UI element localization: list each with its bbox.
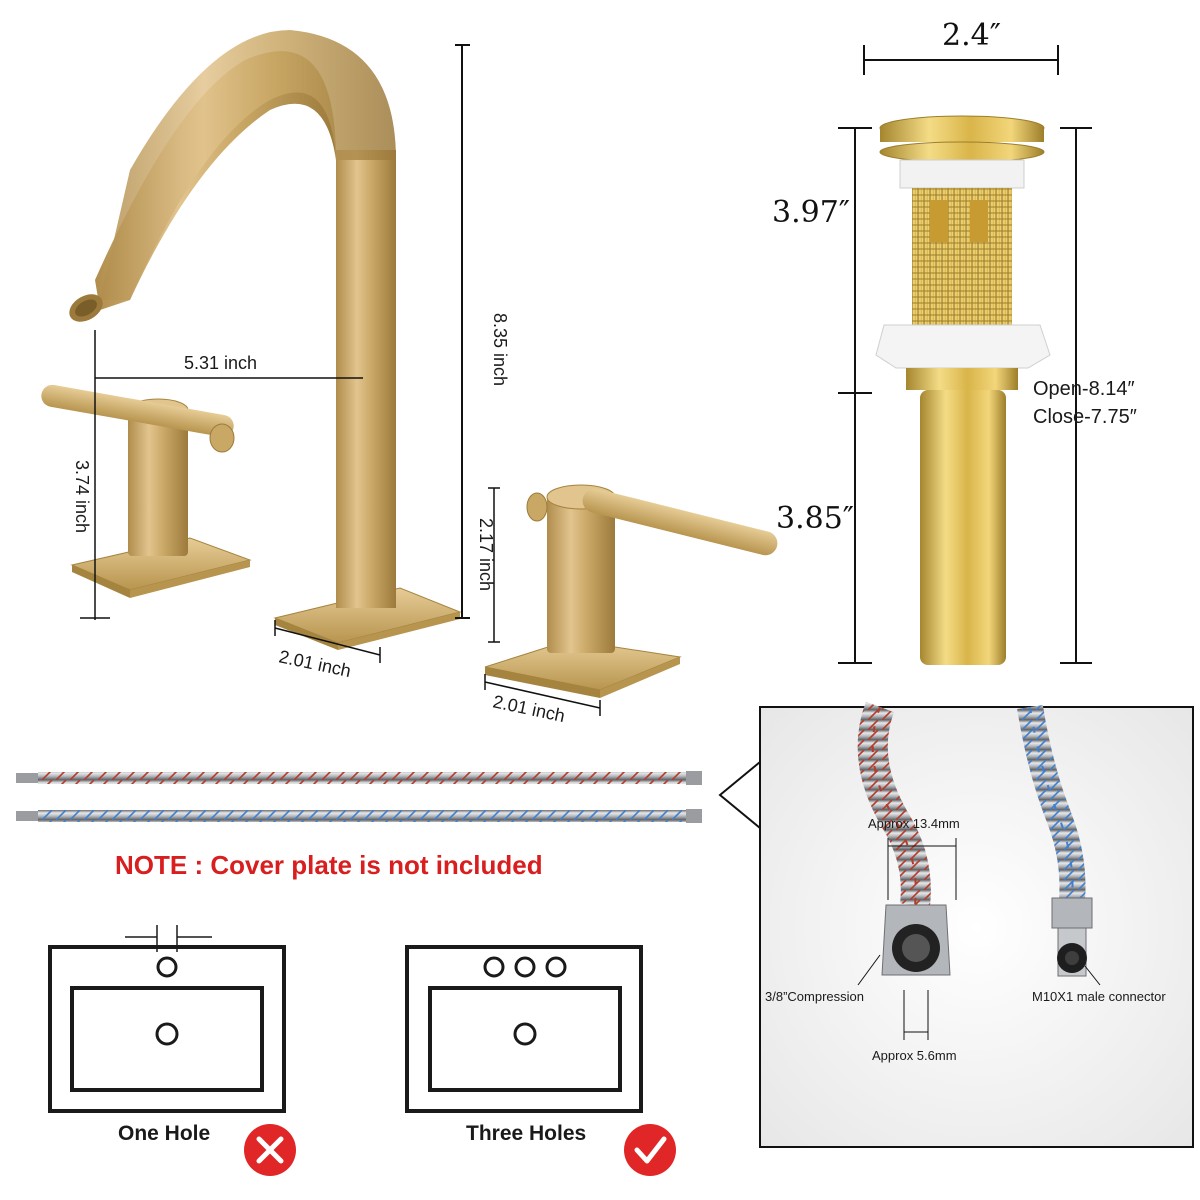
handle-height-label: 3.74 inch [72,460,92,533]
cover-plate-note: NOTE : Cover plate is not included [115,850,543,880]
drain-close-length-label: Close-7.75″ [1033,406,1137,428]
spout-height-label: 8.35 inch [490,313,510,386]
hose-hot [16,771,702,785]
right-base-width-label: 2.01 inch [491,691,567,726]
spout [69,30,396,608]
drain-upper-height-label: 3.97″ [772,195,850,230]
check-icon [624,1124,676,1176]
drain-dimension-lines [838,45,1092,664]
drain-top-width-label: 2.4″ [942,18,1001,53]
spout-reach-label: 5.31 inch [184,353,257,373]
hose-outer-size-label: Approx 13.4mm [868,816,960,831]
sink-three-holes-label: Three Holes [466,1122,586,1145]
faucet-dimension-lines [80,44,601,716]
faucet-illustration: 8.35 inch 5.31 inch 3.74 inch 2.17 inch … [41,30,778,726]
drain-lower-height-label: 3.85″ [776,501,854,536]
left-connector-label: 3/8”Compression [765,989,864,1004]
hose-inner-size-label: Approx 5.6mm [872,1048,957,1063]
right-connector-label: M10X1 male connector [1032,989,1166,1004]
right-handle-height-label: 2.17 inch [476,518,496,591]
supply-hoses [16,771,702,823]
drain-open-length-label: Open-8.14″ [1033,378,1135,400]
hose-detail-panel [759,701,1194,1148]
x-icon [244,1124,296,1176]
left-handle [41,384,252,598]
sink-one-hole [48,925,286,1113]
hose-cold [16,809,702,823]
center-base-width-label: 2.01 inch [277,646,353,681]
right-handle [484,484,778,698]
sink-three-holes [405,945,643,1113]
callout-pointer [718,759,761,831]
sink-one-hole-label: One Hole [118,1122,210,1145]
pop-up-drain [875,115,1051,665]
